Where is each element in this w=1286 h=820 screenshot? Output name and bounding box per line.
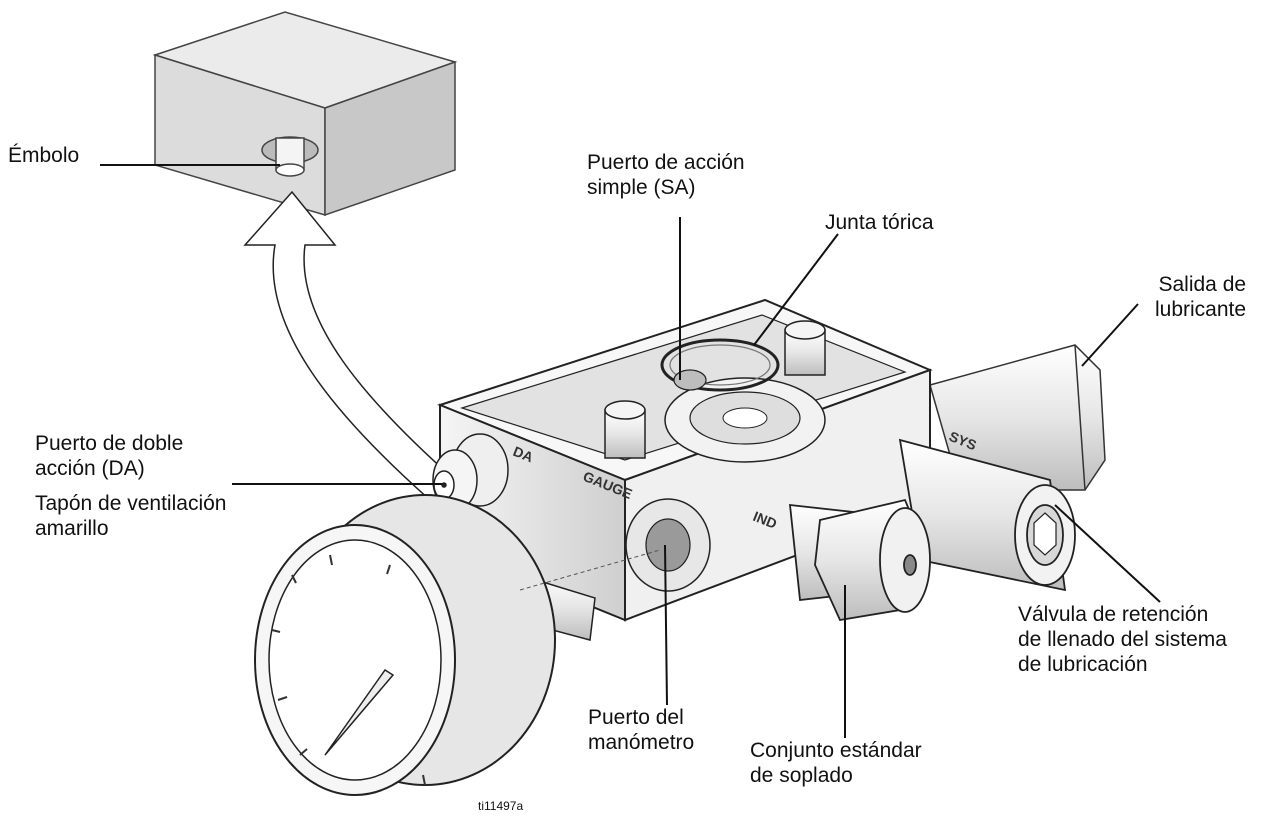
manifold-body [437,298,933,622]
label-vent-plug: Tapón de ventilación amarillo [35,492,227,540]
blowoff-assembly [788,498,932,622]
alignment-line [519,549,661,591]
plunger-block [152,11,458,217]
label-da-port: Puerto de doble acción (DA) [35,432,184,480]
marking-da: DA [511,443,536,465]
figure-id: ti11497a [478,799,524,813]
label-gauge-port: Puerto del manómetro [588,706,695,754]
label-check-valve: Válvula de retención de llenado del sist… [1018,603,1227,676]
lube-outlet-fitting [929,344,1106,491]
label-blowoff: Conjunto estándar de soplado [750,739,922,787]
label-plunger: Émbolo [8,144,80,167]
label-sa-port: Puerto de acción simple (SA) [587,151,745,199]
curved-arrow [243,190,457,501]
label-lube-outlet: Salida de lubricante [1155,273,1247,321]
pressure-gauge [254,494,596,796]
leader-lines [100,164,1161,738]
label-o-ring: Junta tórica [825,211,934,234]
